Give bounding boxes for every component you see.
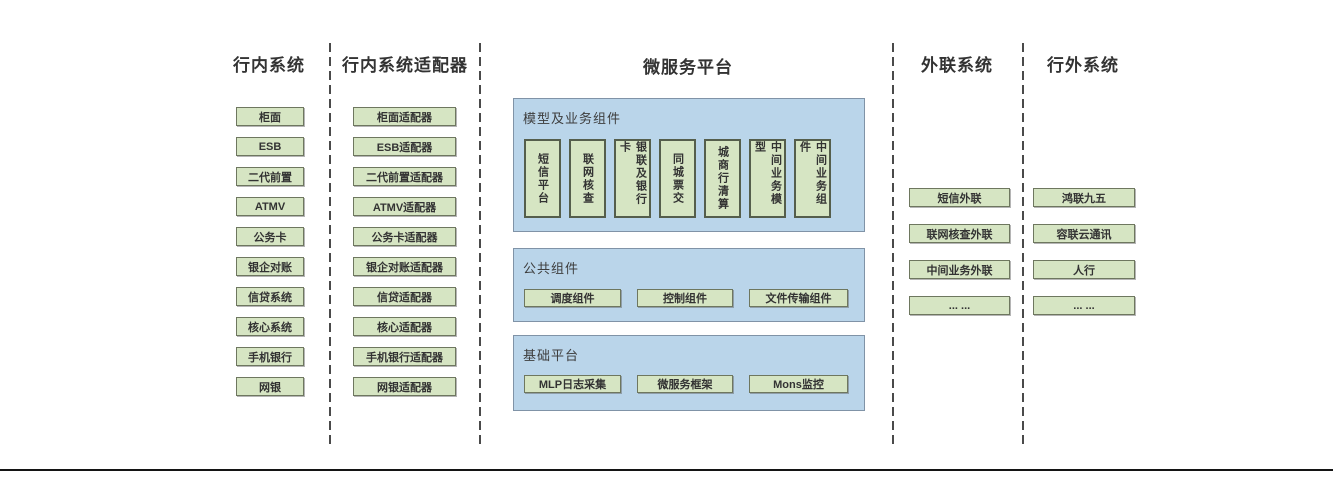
system-box-wangyin: 网银 — [236, 377, 304, 396]
external-link-systems-column: 短信外联 联网核查外联 中间业务外联 ... ... — [909, 188, 1010, 315]
system-box-gongwuka: 公务卡 — [236, 227, 304, 246]
internal-adapters-column: 柜面适配器 ESB适配器 二代前置适配器 ATMV适配器 公务卡适配器 银企对账… — [353, 107, 456, 396]
common-components-row: 调度组件 控制组件 文件传输组件 — [524, 289, 848, 307]
base-platform-row: MLP日志采集 微服务框架 Mons监控 — [524, 375, 848, 393]
system-box-hexin: 核心系统 — [236, 317, 304, 336]
panel-model-business-components: 模型及业务组件 短信平台 联网核查 银联及银行卡 同城票交 城商行清算 中间业务… — [513, 98, 865, 232]
column-separator-4 — [1022, 43, 1024, 444]
internal-systems-column: 柜面 ESB 二代前置 ATMV 公务卡 银企对账 信贷系统 核心系统 手机银行… — [236, 107, 304, 396]
column-header-internal-systems: 行内系统 — [233, 56, 305, 75]
system-box-xindai: 信贷系统 — [236, 287, 304, 306]
system-box-shoujiyinhang: 手机银行 — [236, 347, 304, 366]
component-box-diaodu: 调度组件 — [524, 289, 621, 307]
system-box-guimian: 柜面 — [236, 107, 304, 126]
column-header-internal-adapters: 行内系统适配器 — [342, 56, 468, 75]
adapter-box-gongwuka: 公务卡适配器 — [353, 227, 456, 246]
component-box-mlp-log: MLP日志采集 — [524, 375, 621, 393]
component-box-tongchengpiaojiao: 同城票交 — [659, 139, 696, 218]
external-box-lianwanghechawailian: 联网核查外联 — [909, 224, 1010, 243]
panel-common-components: 公共组件 调度组件 控制组件 文件传输组件 — [513, 248, 865, 322]
adapter-box-atmv: ATMV适配器 — [353, 197, 456, 216]
outside-box-ellipsis: ... ... — [1033, 296, 1135, 315]
panel-base-platform: 基础平台 MLP日志采集 微服务框架 Mons监控 — [513, 335, 865, 411]
system-box-esb: ESB — [236, 137, 304, 156]
component-box-kongzhi: 控制组件 — [637, 289, 733, 307]
component-box-wenjianchuanshu: 文件传输组件 — [749, 289, 848, 307]
component-box-microservice-framework: 微服务框架 — [637, 375, 733, 393]
outside-box-renhang: 人行 — [1033, 260, 1135, 279]
column-separator-3 — [892, 43, 894, 444]
adapter-box-erdaiqianzhi: 二代前置适配器 — [353, 167, 456, 186]
column-header-outside-bank-systems: 行外系统 — [1047, 56, 1119, 75]
adapter-box-xindai: 信贷适配器 — [353, 287, 456, 306]
outside-box-ronglianyuntongxun: 容联云通讯 — [1033, 224, 1135, 243]
bottom-frame-line — [0, 469, 1333, 471]
external-box-ellipsis: ... ... — [909, 296, 1010, 315]
outside-bank-systems-column: 鸿联九五 容联云通讯 人行 ... ... — [1033, 188, 1135, 315]
component-box-zhongjianyewumoxing: 中间业务模型 — [749, 139, 786, 218]
external-box-duanxinwailian: 短信外联 — [909, 188, 1010, 207]
column-header-external-link-systems: 外联系统 — [921, 56, 993, 75]
column-separator-2 — [479, 43, 481, 444]
column-separator-1 — [329, 43, 331, 444]
external-box-zhongjianyewuwailian: 中间业务外联 — [909, 260, 1010, 279]
adapter-box-shoujiyinhang: 手机银行适配器 — [353, 347, 456, 366]
component-box-chengshanghangqingsuan: 城商行清算 — [704, 139, 741, 218]
component-box-mons-monitor: Mons监控 — [749, 375, 848, 393]
adapter-box-wangyin: 网银适配器 — [353, 377, 456, 396]
outside-box-honglianjiuwu: 鸿联九五 — [1033, 188, 1135, 207]
component-box-zhongjianyewuzujian: 中间业务组件 — [794, 139, 831, 218]
panel-title: 基础平台 — [523, 348, 580, 363]
adapter-box-yinqiduizhang: 银企对账适配器 — [353, 257, 456, 276]
system-box-erdaiqianzhi: 二代前置 — [236, 167, 304, 186]
component-box-lianwanghecha: 联网核查 — [569, 139, 606, 218]
panel-title: 模型及业务组件 — [523, 111, 622, 126]
model-components-row: 短信平台 联网核查 银联及银行卡 同城票交 城商行清算 中间业务模型 中间业务组… — [524, 139, 831, 218]
component-box-duanxinpingtai: 短信平台 — [524, 139, 561, 218]
column-header-microservice-platform: 微服务平台 — [643, 58, 733, 77]
adapter-box-hexin: 核心适配器 — [353, 317, 456, 336]
component-box-yinlianjiyinhangka: 银联及银行卡 — [614, 139, 651, 218]
system-box-yinqiduizhang: 银企对账 — [236, 257, 304, 276]
system-box-atmv: ATMV — [236, 197, 304, 216]
adapter-box-guimian: 柜面适配器 — [353, 107, 456, 126]
adapter-box-esb: ESB适配器 — [353, 137, 456, 156]
panel-title: 公共组件 — [523, 261, 580, 276]
